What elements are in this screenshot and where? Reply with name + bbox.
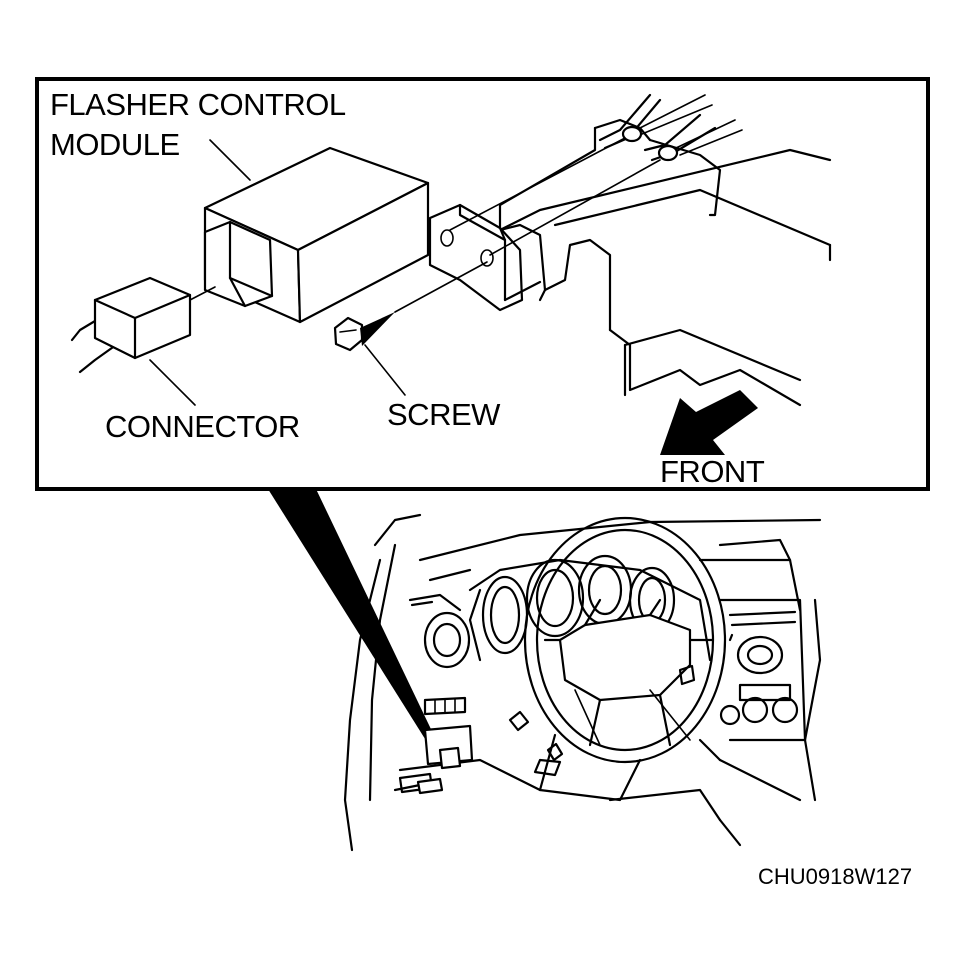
module-label-line2: MODULE <box>50 127 180 162</box>
dash-bracket-structure <box>498 118 832 407</box>
screw <box>333 261 488 352</box>
wire-terminals <box>449 93 743 256</box>
module-leader <box>209 139 251 181</box>
screw-leader <box>364 344 406 396</box>
mounting-bracket <box>428 203 542 312</box>
connector-leader <box>149 359 196 406</box>
screw-label: SCREW <box>387 397 501 432</box>
connector-plug <box>70 276 216 374</box>
reference-code: CHU0918W127 <box>758 864 912 889</box>
callout-pointer <box>268 489 440 750</box>
dashboard-illustration <box>343 513 822 852</box>
front-label: FRONT <box>660 454 765 489</box>
module-label-line1: FLASHER CONTROL <box>50 87 346 122</box>
flasher-control-module <box>203 146 430 324</box>
connector-label: CONNECTOR <box>105 409 300 444</box>
front-arrow <box>660 390 758 455</box>
